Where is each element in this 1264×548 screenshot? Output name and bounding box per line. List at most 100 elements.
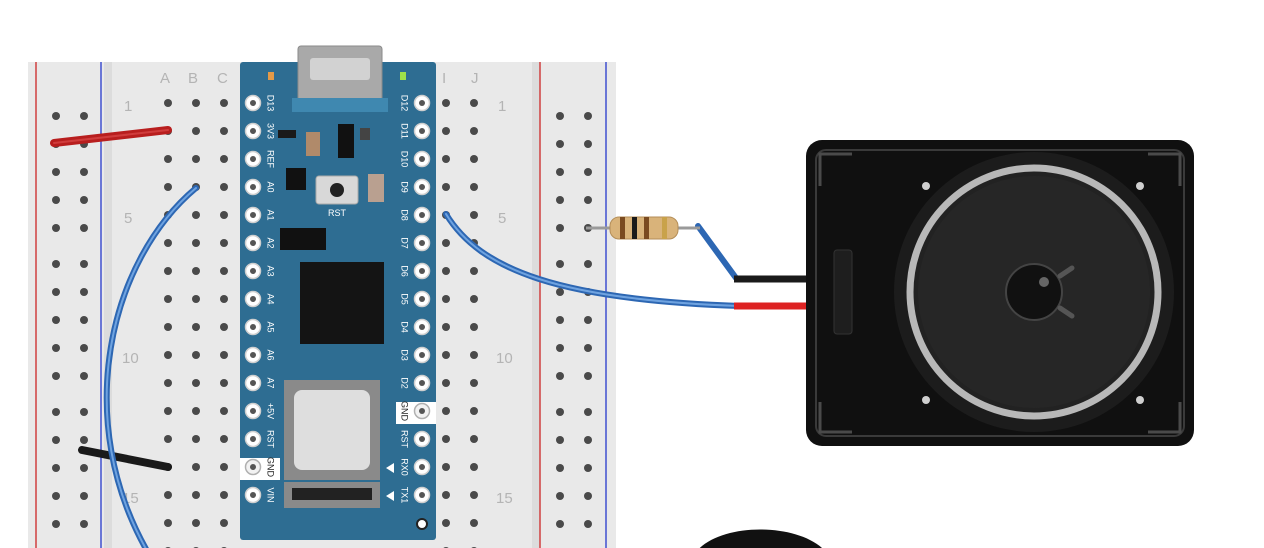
breadboard-hole[interactable] bbox=[192, 99, 200, 107]
rail-hole[interactable] bbox=[52, 168, 60, 176]
rail-hole[interactable] bbox=[52, 316, 60, 324]
rail-hole[interactable] bbox=[80, 344, 88, 352]
rail-hole[interactable] bbox=[556, 196, 564, 204]
rail-hole[interactable] bbox=[52, 344, 60, 352]
rail-hole[interactable] bbox=[584, 344, 592, 352]
rail-hole[interactable] bbox=[584, 260, 592, 268]
breadboard-hole[interactable] bbox=[192, 155, 200, 163]
rail-hole[interactable] bbox=[584, 168, 592, 176]
rail-hole[interactable] bbox=[556, 344, 564, 352]
breadboard-hole[interactable] bbox=[192, 267, 200, 275]
rail-hole[interactable] bbox=[80, 492, 88, 500]
breadboard-hole[interactable] bbox=[192, 435, 200, 443]
rail-hole[interactable] bbox=[556, 436, 564, 444]
breadboard-hole[interactable] bbox=[470, 379, 478, 387]
breadboard-hole[interactable] bbox=[220, 323, 228, 331]
breadboard-hole[interactable] bbox=[220, 519, 228, 527]
breadboard-hole[interactable] bbox=[442, 463, 450, 471]
breadboard-hole[interactable] bbox=[164, 351, 172, 359]
rail-hole[interactable] bbox=[584, 196, 592, 204]
breadboard-hole[interactable] bbox=[192, 463, 200, 471]
breadboard-hole[interactable] bbox=[442, 183, 450, 191]
breadboard-hole[interactable] bbox=[192, 407, 200, 415]
breadboard-hole[interactable] bbox=[220, 407, 228, 415]
breadboard-hole[interactable] bbox=[220, 127, 228, 135]
breadboard-hole[interactable] bbox=[470, 351, 478, 359]
rail-hole[interactable] bbox=[52, 372, 60, 380]
rail-hole[interactable] bbox=[52, 260, 60, 268]
breadboard-hole[interactable] bbox=[192, 127, 200, 135]
breadboard-hole[interactable] bbox=[220, 379, 228, 387]
breadboard-hole[interactable] bbox=[470, 407, 478, 415]
rail-hole[interactable] bbox=[80, 520, 88, 528]
breadboard-hole[interactable] bbox=[442, 351, 450, 359]
rail-hole[interactable] bbox=[556, 140, 564, 148]
breadboard-hole[interactable] bbox=[442, 295, 450, 303]
breadboard-hole[interactable] bbox=[470, 323, 478, 331]
breadboard-hole[interactable] bbox=[192, 351, 200, 359]
rail-hole[interactable] bbox=[52, 224, 60, 232]
rail-hole[interactable] bbox=[556, 372, 564, 380]
breadboard-hole[interactable] bbox=[220, 267, 228, 275]
breadboard-hole[interactable] bbox=[442, 407, 450, 415]
rail-hole[interactable] bbox=[52, 492, 60, 500]
breadboard-hole[interactable] bbox=[470, 491, 478, 499]
breadboard-hole[interactable] bbox=[164, 491, 172, 499]
breadboard-hole[interactable] bbox=[220, 351, 228, 359]
rail-hole[interactable] bbox=[52, 408, 60, 416]
rail-hole[interactable] bbox=[80, 196, 88, 204]
breadboard-hole[interactable] bbox=[192, 519, 200, 527]
breadboard-hole[interactable] bbox=[442, 435, 450, 443]
rail-hole[interactable] bbox=[80, 408, 88, 416]
rail-hole[interactable] bbox=[80, 260, 88, 268]
breadboard-hole[interactable] bbox=[442, 267, 450, 275]
breadboard-hole[interactable] bbox=[470, 267, 478, 275]
rail-hole[interactable] bbox=[556, 316, 564, 324]
breadboard-hole[interactable] bbox=[220, 211, 228, 219]
breadboard-hole[interactable] bbox=[220, 99, 228, 107]
wire-blue-resistor[interactable] bbox=[695, 223, 739, 281]
breadboard-hole[interactable] bbox=[442, 155, 450, 163]
breadboard-hole[interactable] bbox=[192, 491, 200, 499]
rail-hole[interactable] bbox=[556, 224, 564, 232]
reset-button-cap[interactable] bbox=[330, 183, 344, 197]
wire-black-ground[interactable] bbox=[78, 446, 172, 471]
breadboard-hole[interactable] bbox=[442, 127, 450, 135]
rail-hole[interactable] bbox=[80, 224, 88, 232]
rail-hole[interactable] bbox=[80, 436, 88, 444]
rail-hole[interactable] bbox=[584, 520, 592, 528]
rail-hole[interactable] bbox=[556, 288, 564, 296]
rail-hole[interactable] bbox=[556, 408, 564, 416]
rail-hole[interactable] bbox=[80, 464, 88, 472]
rail-hole[interactable] bbox=[556, 492, 564, 500]
breadboard-hole[interactable] bbox=[220, 295, 228, 303]
rail-hole[interactable] bbox=[584, 112, 592, 120]
breadboard-hole[interactable] bbox=[442, 99, 450, 107]
breadboard-hole[interactable] bbox=[192, 211, 200, 219]
rail-hole[interactable] bbox=[80, 112, 88, 120]
rail-hole[interactable] bbox=[52, 464, 60, 472]
breadboard-hole[interactable] bbox=[192, 239, 200, 247]
rail-hole[interactable] bbox=[584, 492, 592, 500]
rail-hole[interactable] bbox=[52, 436, 60, 444]
breadboard-hole[interactable] bbox=[442, 519, 450, 527]
breadboard-hole[interactable] bbox=[164, 239, 172, 247]
rail-hole[interactable] bbox=[584, 372, 592, 380]
breadboard-hole[interactable] bbox=[164, 435, 172, 443]
rail-hole[interactable] bbox=[52, 520, 60, 528]
arduino-nano[interactable]: RST D133V3REFA0A1A2A3A4A5A6A7+5VRSTGNDVI… bbox=[240, 45, 436, 540]
speaker[interactable] bbox=[734, 140, 1194, 446]
breadboard-hole[interactable] bbox=[164, 295, 172, 303]
breadboard-hole[interactable] bbox=[192, 323, 200, 331]
breadboard-hole[interactable] bbox=[442, 323, 450, 331]
rail-hole[interactable] bbox=[52, 112, 60, 120]
breadboard-hole[interactable] bbox=[164, 267, 172, 275]
rail-hole[interactable] bbox=[584, 140, 592, 148]
rail-hole[interactable] bbox=[556, 260, 564, 268]
breadboard-hole[interactable] bbox=[442, 379, 450, 387]
breadboard-hole[interactable] bbox=[470, 295, 478, 303]
rail-hole[interactable] bbox=[52, 196, 60, 204]
rail-hole[interactable] bbox=[556, 520, 564, 528]
breadboard-hole[interactable] bbox=[220, 463, 228, 471]
rail-hole[interactable] bbox=[584, 316, 592, 324]
